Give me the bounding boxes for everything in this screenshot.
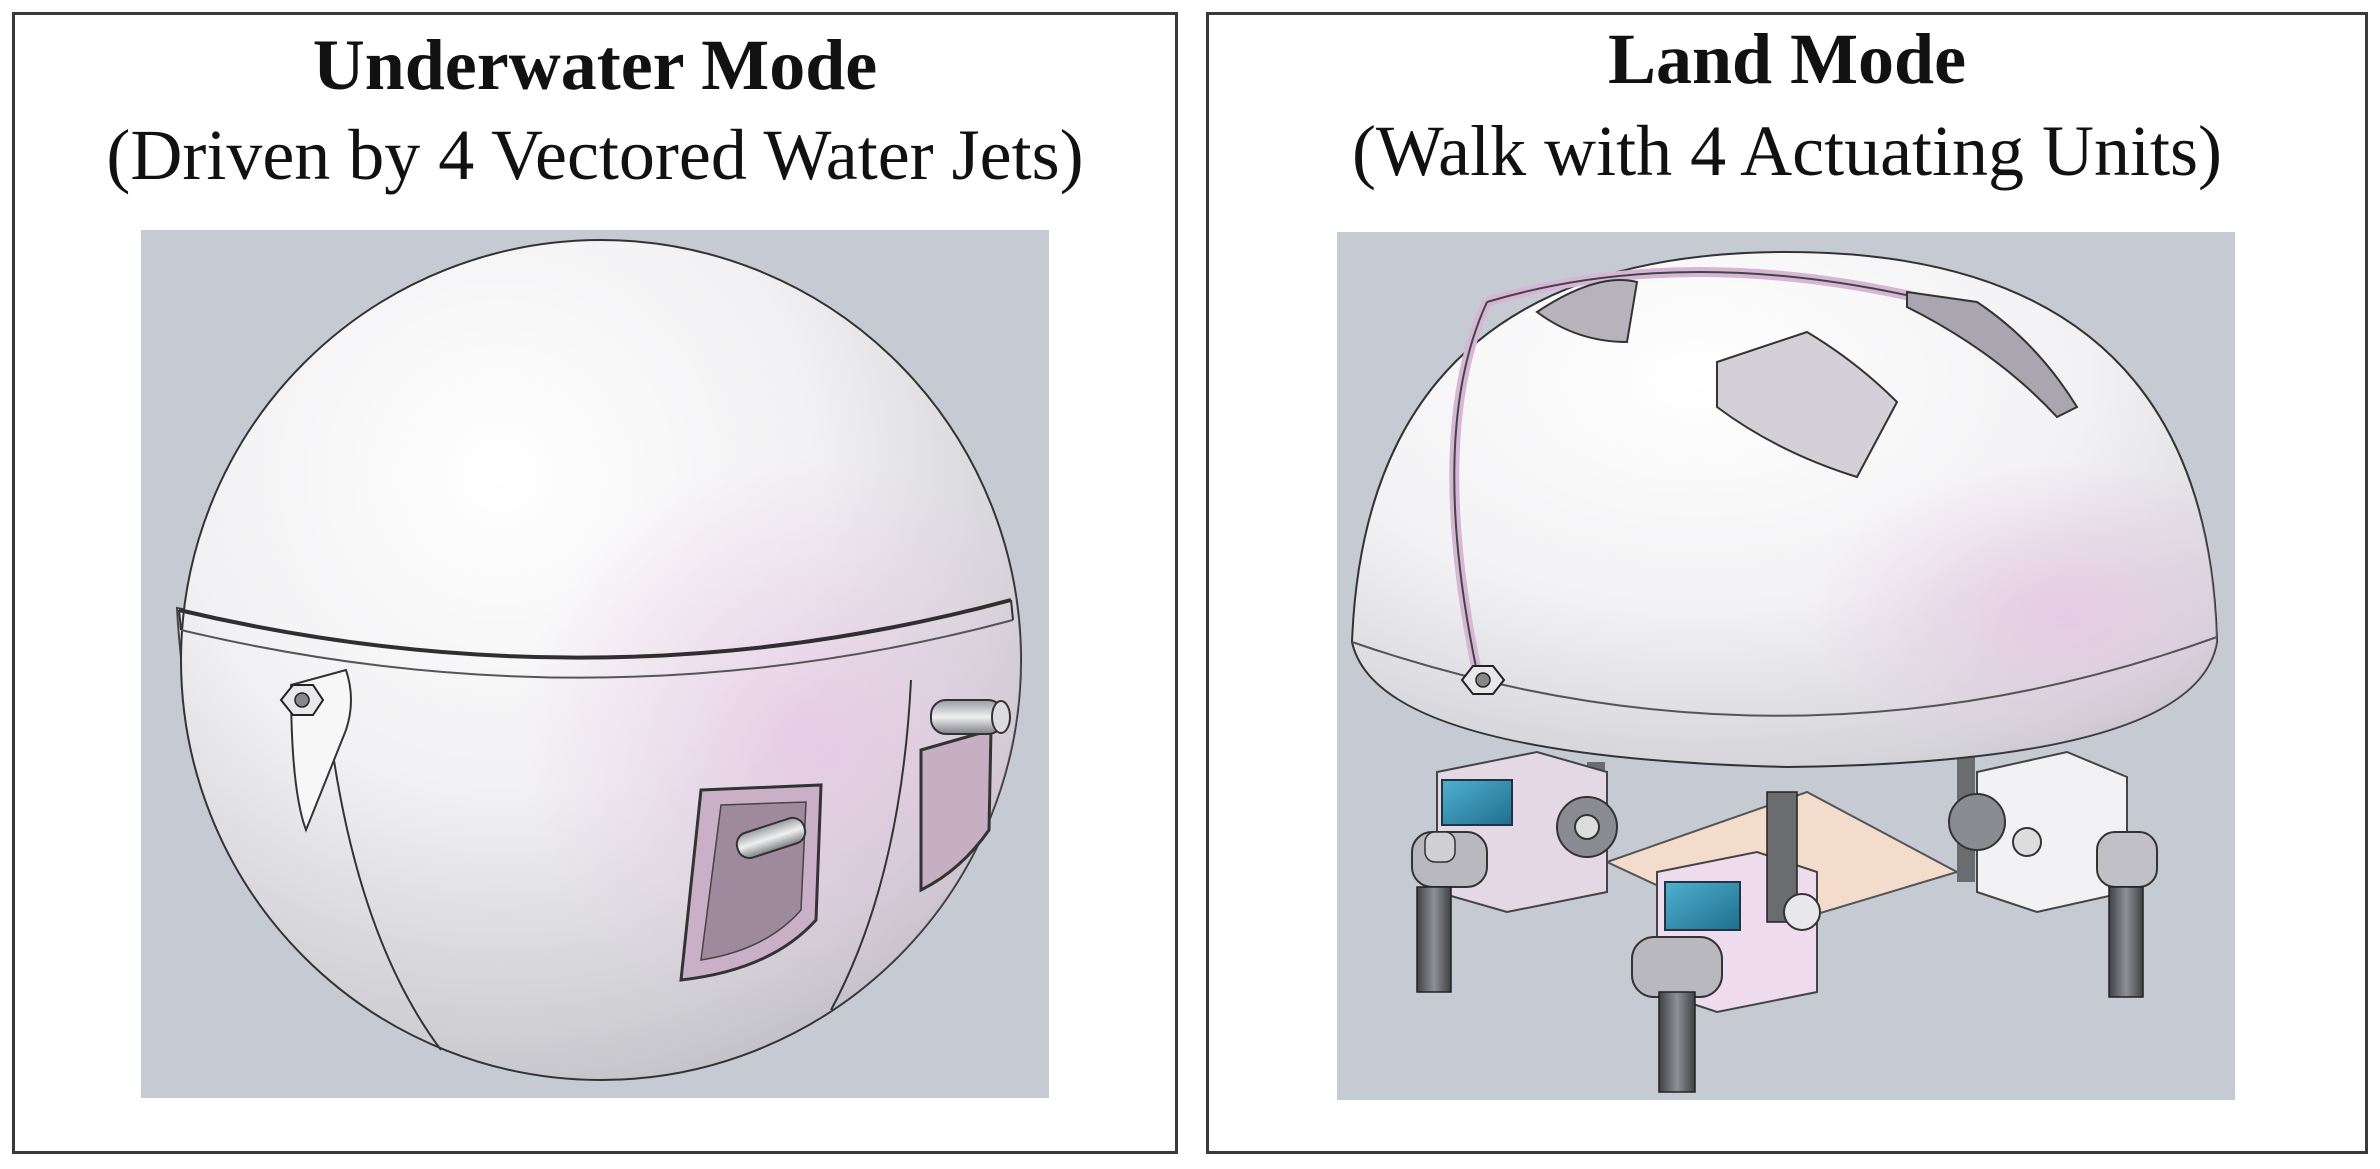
underwater-mode-panel: Underwater Mode (Driven by 4 Vectored Wa… — [12, 12, 1178, 1154]
panel-subtitle: (Driven by 4 Vectored Water Jets) — [106, 115, 1084, 195]
panel-subtitle: (Walk with 4 Actuating Units) — [1351, 111, 2223, 191]
sphere-robot-illustration — [175, 230, 1049, 1098]
panel-title: Underwater Mode — [312, 25, 878, 105]
legged-robot-illustration — [1350, 250, 2219, 1093]
land-mode-panel: Land Mode (Walk with 4 Actuating Units) — [1206, 12, 2368, 1154]
sphere-robot-render — [141, 230, 1049, 1098]
legged-robot-render — [1337, 232, 2235, 1100]
panel-title: Land Mode — [1607, 19, 1967, 99]
